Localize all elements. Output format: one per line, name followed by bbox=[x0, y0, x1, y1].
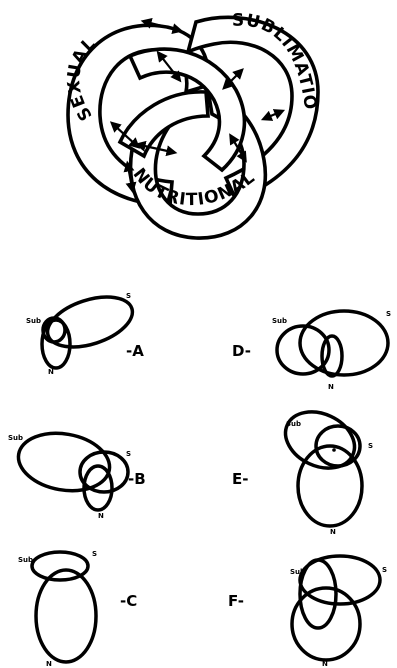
variant-a-label-bottom: N bbox=[48, 368, 54, 376]
variant-f-label-top: Sub bbox=[290, 568, 305, 576]
variant-c-label-top: Sub bbox=[18, 556, 33, 564]
variant-c-loop-nutritional bbox=[36, 570, 96, 662]
variant-b: Sub S N -B bbox=[8, 426, 146, 520]
variant-a-label-right: S bbox=[126, 292, 131, 300]
variant-e-loop-sublimational bbox=[276, 401, 363, 479]
variant-c: Sub S N -C bbox=[18, 550, 137, 668]
variant-b-loop-sublimational bbox=[14, 426, 114, 497]
variant-f-letter: F- bbox=[228, 592, 244, 610]
variant-f: Sub S N F- bbox=[228, 556, 387, 668]
variant-e-label-bottom: N bbox=[330, 528, 336, 536]
variant-d-loop-nutritional bbox=[322, 336, 342, 376]
arrow-right bbox=[266, 112, 280, 118]
variant-b-label-bottom: N bbox=[98, 512, 104, 520]
variant-f-label-right: S bbox=[382, 566, 387, 574]
variant-c-label-right: S bbox=[92, 550, 97, 558]
variant-b-letter: -B bbox=[128, 470, 146, 488]
variant-e-dot bbox=[332, 448, 336, 452]
variant-b-label-top: Sub bbox=[8, 434, 23, 442]
variant-d-letter: D- bbox=[232, 342, 251, 360]
variant-c-letter: -C bbox=[120, 592, 137, 610]
variant-f-label-bottom: N bbox=[322, 660, 328, 668]
variant-d-loop-sexual bbox=[300, 311, 388, 375]
variant-c-label-bottom: N bbox=[46, 660, 52, 668]
variant-d-label-right: S bbox=[386, 310, 391, 318]
variant-d-label-top: Sub bbox=[272, 317, 287, 325]
trefoil-knot: SEXUAL SUBLIMATIONAL NUTRITIONAL bbox=[0, 0, 320, 238]
variant-a: Sub S N -A bbox=[26, 287, 144, 376]
variant-a-loop-sexual bbox=[41, 287, 138, 356]
variant-e-label-top: Sub bbox=[286, 420, 301, 428]
variant-e: Sub S N E- bbox=[232, 401, 373, 536]
variant-e-label-right: S bbox=[368, 442, 373, 450]
variant-a-label-top: Sub bbox=[26, 317, 41, 325]
variant-d-label-bottom: N bbox=[328, 383, 334, 391]
variant-d: Sub S N D- bbox=[232, 310, 391, 391]
variant-e-letter: E- bbox=[232, 470, 248, 488]
variant-b-label-right: S bbox=[126, 450, 131, 458]
variant-e-loop-nutritional bbox=[298, 446, 362, 526]
variant-a-letter: -A bbox=[126, 342, 144, 360]
